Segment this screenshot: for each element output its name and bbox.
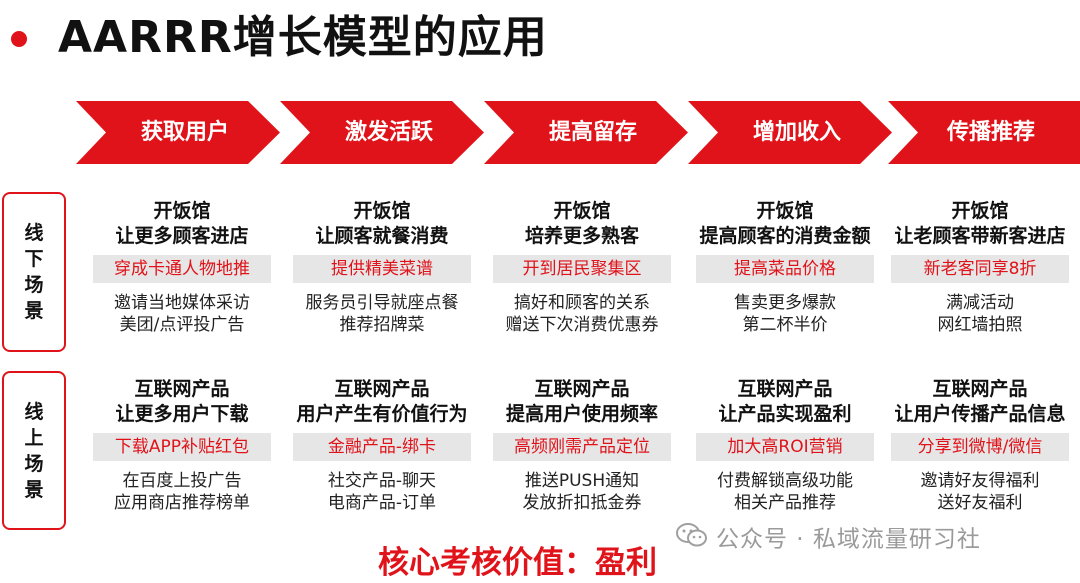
card-desc: 发放折扣抵金券 bbox=[522, 493, 642, 513]
card-heading: 开饭馆 bbox=[353, 200, 411, 222]
scene-char: 上 bbox=[24, 427, 44, 449]
card-subheading: 让产品实现盈利 bbox=[718, 403, 852, 425]
card-heading: 互联网产品 bbox=[932, 378, 1028, 400]
offline-card-revenue: 开饭馆 提高顾客的消费金额 提高菜品价格 售卖更多爆款 第二杯半价 bbox=[685, 199, 885, 336]
card-desc: 网红墙拍照 bbox=[937, 315, 1023, 335]
card-subheading: 让更多用户下载 bbox=[115, 403, 249, 425]
card-desc: 赠送下次消费优惠券 bbox=[505, 315, 659, 335]
offline-card-referral: 开饭馆 让老顾客带新客进店 新老客同享8折 满减活动 网红墙拍照 bbox=[880, 199, 1080, 336]
tactic-tag: 高频刚需产品定位 bbox=[493, 433, 671, 461]
card-subheading: 培养更多熟客 bbox=[524, 225, 639, 247]
offline-scene-label: 线 下 场 景 bbox=[2, 192, 66, 352]
scene-char: 线 bbox=[24, 222, 44, 244]
scene-char: 场 bbox=[24, 453, 44, 475]
card-subheading: 用户产生有价值行为 bbox=[296, 403, 468, 425]
chevron-shape bbox=[484, 101, 688, 164]
card-subheading: 让老顾客带新客进店 bbox=[894, 225, 1066, 247]
card-desc: 第二杯半价 bbox=[742, 315, 828, 335]
card-heading: 互联网产品 bbox=[534, 378, 630, 400]
online-card-revenue: 互联网产品 让产品实现盈利 加大高ROI营销 付费解锁高级功能 相关产品推荐 bbox=[685, 377, 885, 514]
card-desc: 推荐招牌菜 bbox=[339, 315, 425, 335]
card-subheading: 让用户传播产品信息 bbox=[894, 403, 1066, 425]
card-subheading: 让顾客就餐消费 bbox=[315, 225, 449, 247]
chevron-shape bbox=[888, 101, 1080, 164]
card-desc: 应用商店推荐榜单 bbox=[114, 493, 250, 513]
card-desc: 社交产品-聊天 bbox=[327, 471, 437, 491]
stage-arrow-revenue: 增加收入 bbox=[688, 101, 892, 164]
tactic-tag: 穿成卡通人物地推 bbox=[93, 255, 271, 283]
card-desc: 相关产品推荐 bbox=[734, 493, 836, 513]
stage-arrow-acquisition: 获取用户 bbox=[76, 101, 280, 164]
wechat-icon bbox=[676, 522, 708, 558]
card-subheading: 提高用户使用频率 bbox=[505, 403, 658, 425]
scene-char: 场 bbox=[24, 274, 44, 296]
stage-arrow-referral: 传播推荐 bbox=[888, 101, 1080, 164]
stage-arrow-retention: 提高留存 bbox=[484, 101, 688, 164]
tactic-tag: 提高菜品价格 bbox=[696, 255, 874, 283]
watermark-text: 公众号 · 私域流量研习社 bbox=[716, 526, 981, 553]
chevron-shape bbox=[76, 101, 280, 164]
scene-char: 下 bbox=[24, 248, 44, 270]
card-subheading: 让更多顾客进店 bbox=[115, 225, 249, 247]
stage-label: 提高留存 bbox=[548, 120, 637, 145]
card-desc: 邀请当地媒体采访 bbox=[114, 293, 250, 313]
online-card-acquisition: 互联网产品 让更多用户下载 下载APP补贴红包 在百度上投广告 应用商店推荐榜单 bbox=[82, 377, 282, 514]
core-value: 核心考核价值：盈利 bbox=[378, 545, 657, 581]
tactic-tag: 新老客同享8折 bbox=[891, 255, 1069, 283]
tactic-tag: 开到居民聚集区 bbox=[493, 255, 671, 283]
offline-card-acquisition: 开饭馆 让更多顾客进店 穿成卡通人物地推 邀请当地媒体采访 美团/点评投广告 bbox=[82, 199, 282, 336]
card-desc: 付费解锁高级功能 bbox=[717, 471, 853, 491]
card-desc: 在百度上投广告 bbox=[122, 471, 242, 491]
card-heading: 开饭馆 bbox=[153, 200, 211, 222]
tactic-tag: 提供精美菜谱 bbox=[293, 255, 471, 283]
title-bullet bbox=[11, 31, 27, 47]
card-heading: 开饭馆 bbox=[553, 200, 611, 222]
tactic-tag: 金融产品-绑卡 bbox=[293, 433, 471, 461]
card-desc: 电商产品-订单 bbox=[327, 493, 437, 513]
offline-card-activation: 开饭馆 让顾客就餐消费 提供精美菜谱 服务员引导就座点餐 推荐招牌菜 bbox=[282, 199, 482, 336]
card-desc: 美团/点评投广告 bbox=[119, 315, 245, 335]
chevron-shape bbox=[688, 101, 892, 164]
card-heading: 互联网产品 bbox=[134, 378, 230, 400]
card-desc: 邀请好友得福利 bbox=[920, 471, 1040, 491]
online-card-referral: 互联网产品 让用户传播产品信息 分享到微博/微信 邀请好友得福利 送好友福利 bbox=[880, 377, 1080, 514]
scene-char: 线 bbox=[24, 401, 44, 423]
watermark: 公众号 · 私域流量研习社 bbox=[676, 522, 981, 556]
chevron-shape bbox=[280, 101, 484, 164]
card-desc: 服务员引导就座点餐 bbox=[305, 293, 459, 313]
stage-arrow-activation: 激发活跃 bbox=[280, 101, 484, 164]
tactic-tag: 下载APP补贴红包 bbox=[93, 433, 271, 461]
online-card-activation: 互联网产品 用户产生有价值行为 金融产品-绑卡 社交产品-聊天 电商产品-订单 bbox=[282, 377, 482, 514]
stage-label: 获取用户 bbox=[140, 120, 229, 145]
online-scene-label: 线 上 场 景 bbox=[2, 371, 66, 530]
tactic-tag: 加大高ROI营销 bbox=[696, 433, 874, 461]
card-heading: 互联网产品 bbox=[334, 378, 430, 400]
page-title: AARRR增长模型的应用 bbox=[58, 12, 548, 63]
card-desc: 送好友福利 bbox=[937, 493, 1023, 513]
card-desc: 搞好和顾客的关系 bbox=[514, 293, 650, 313]
card-desc: 售卖更多爆款 bbox=[734, 293, 836, 313]
card-heading: 开饭馆 bbox=[951, 200, 1009, 222]
scene-char: 景 bbox=[24, 479, 44, 501]
scene-char: 景 bbox=[24, 300, 44, 322]
online-card-retention: 互联网产品 提高用户使用频率 高频刚需产品定位 推送PUSH通知 发放折扣抵金券 bbox=[482, 377, 682, 514]
offline-card-retention: 开饭馆 培养更多熟客 开到居民聚集区 搞好和顾客的关系 赠送下次消费优惠券 bbox=[482, 199, 682, 336]
stage-label: 激发活跃 bbox=[344, 120, 433, 145]
stage-label: 传播推荐 bbox=[946, 120, 1035, 145]
card-desc: 满减活动 bbox=[946, 293, 1014, 313]
card-heading: 互联网产品 bbox=[737, 378, 833, 400]
stage-label: 增加收入 bbox=[752, 120, 841, 145]
tactic-tag: 分享到微博/微信 bbox=[891, 433, 1069, 461]
card-desc: 推送PUSH通知 bbox=[524, 471, 640, 491]
card-heading: 开饭馆 bbox=[756, 200, 814, 222]
card-subheading: 提高顾客的消费金额 bbox=[699, 225, 871, 247]
